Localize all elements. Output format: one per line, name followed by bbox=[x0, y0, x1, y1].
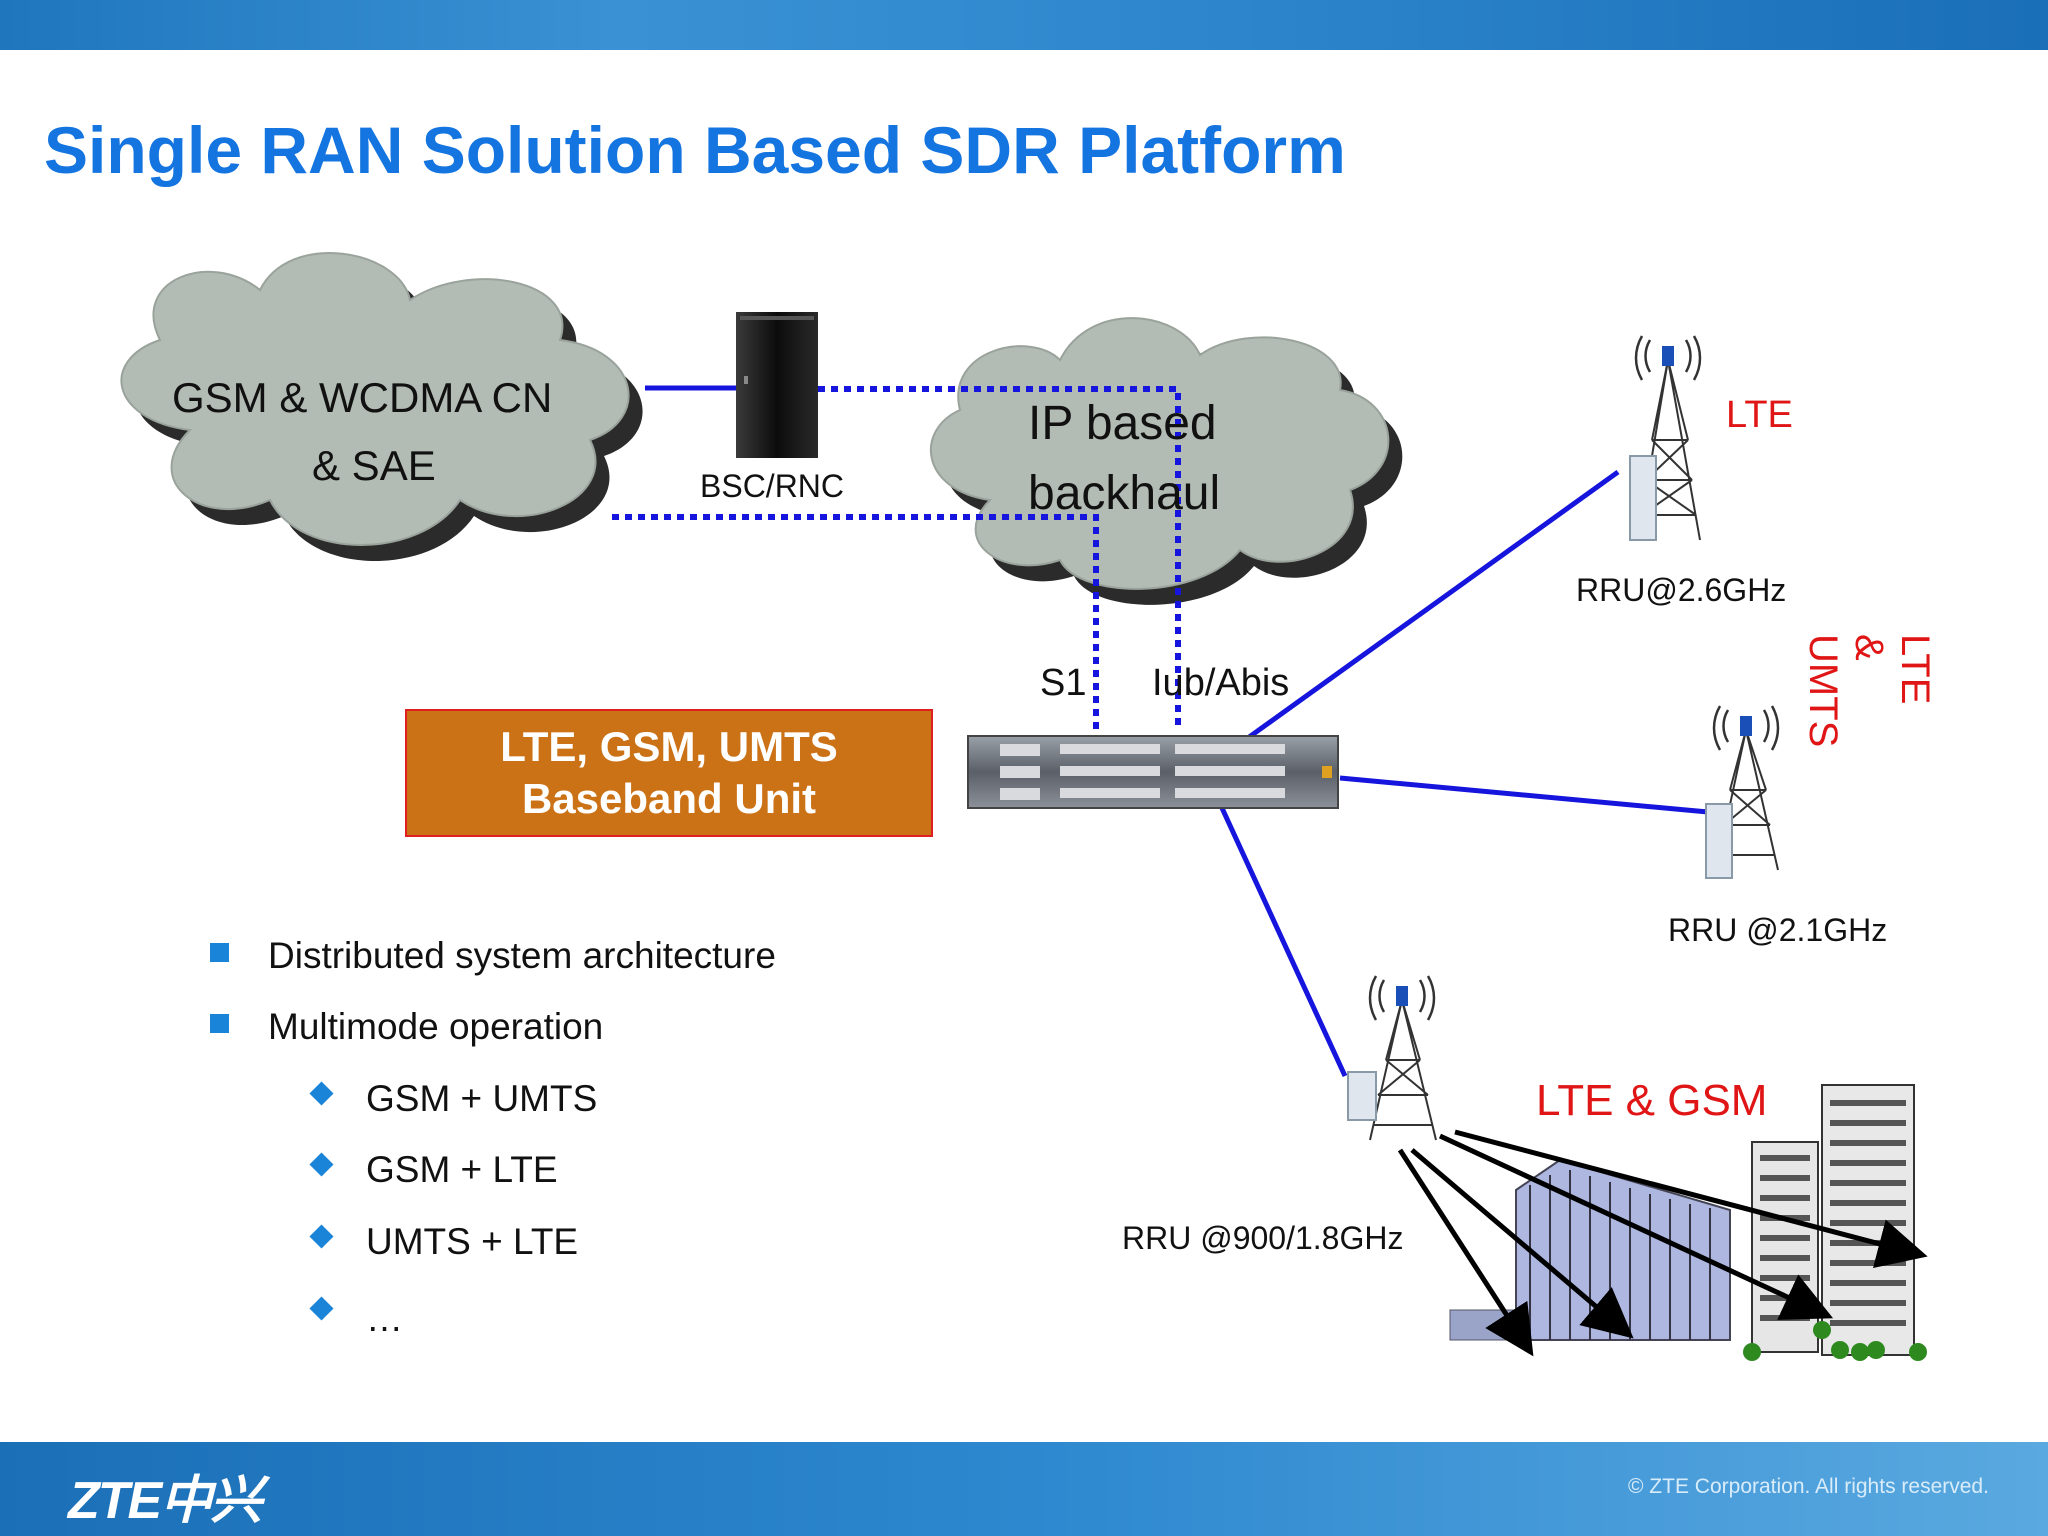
slide-title: Single RAN Solution Based SDR Platform bbox=[44, 113, 1346, 187]
bullet-item: Multimode operation bbox=[268, 1006, 604, 1047]
cn-cloud-label-line2: & SAE bbox=[312, 442, 436, 489]
bullet-square-icon bbox=[210, 943, 229, 962]
sub-bullet-item: … bbox=[366, 1298, 403, 1339]
tower-lte-umts bbox=[1705, 705, 1780, 879]
cn-cloud-label-line1: GSM & WCDMA CN bbox=[172, 374, 553, 421]
top-banner bbox=[0, 0, 2048, 50]
s1-interface-label: S1 bbox=[1040, 662, 1087, 704]
bsc-rnc-label: BSC/RNC bbox=[700, 468, 845, 504]
bottom-banner bbox=[0, 1442, 2048, 1536]
sub-bullet-item: GSM + LTE bbox=[366, 1149, 558, 1190]
sub-bullet-item: GSM + UMTS bbox=[366, 1078, 598, 1119]
bbu-label-line1: LTE, GSM, UMTS bbox=[500, 723, 838, 770]
rru-2-1ghz-label: RRU @2.1GHz bbox=[1668, 912, 1888, 948]
rru-links bbox=[1219, 469, 1709, 1078]
ip-cloud-label-line1: IP based bbox=[1028, 397, 1217, 450]
lte-gsm-label: LTE & GSM bbox=[1536, 1076, 1768, 1125]
tower-lte-gsm bbox=[1347, 975, 1437, 1141]
copyright-notice: © ZTE Corporation. All rights reserved. bbox=[1628, 1475, 1989, 1498]
sub-bullet-item: UMTS + LTE bbox=[366, 1221, 579, 1262]
rru-2-6ghz-label: RRU@2.6GHz bbox=[1576, 572, 1787, 608]
core-network-cloud bbox=[120, 252, 643, 561]
ip-cloud-label-line2: backhaul bbox=[1028, 467, 1221, 520]
bbu-label-line2: Baseband Unit bbox=[521, 775, 817, 822]
dotted-links bbox=[612, 386, 1181, 730]
zte-logo: ZTE中兴 bbox=[68, 1472, 262, 1530]
bullet-square-icon bbox=[210, 1014, 229, 1033]
coverage-arrows bbox=[1397, 1129, 1928, 1357]
baseband-unit-label-box: LTE, GSM, UMTS Baseband Unit bbox=[405, 709, 933, 837]
bsc-rnc-cabinet bbox=[736, 312, 818, 458]
baseband-unit-hardware bbox=[967, 735, 1339, 809]
ip-backhaul-cloud bbox=[929, 317, 1403, 605]
iub-abis-interface-label: Iub/Abis bbox=[1152, 662, 1290, 704]
lte-umts-label: LTE & UMTS bbox=[1801, 634, 1937, 748]
tower-lte bbox=[1629, 335, 1702, 541]
city-buildings bbox=[1449, 1084, 1927, 1361]
lte-label: LTE bbox=[1726, 394, 1793, 436]
bullet-item: Distributed system architecture bbox=[268, 935, 776, 976]
rru-900-1-8ghz-label: RRU @900/1.8GHz bbox=[1122, 1220, 1404, 1256]
